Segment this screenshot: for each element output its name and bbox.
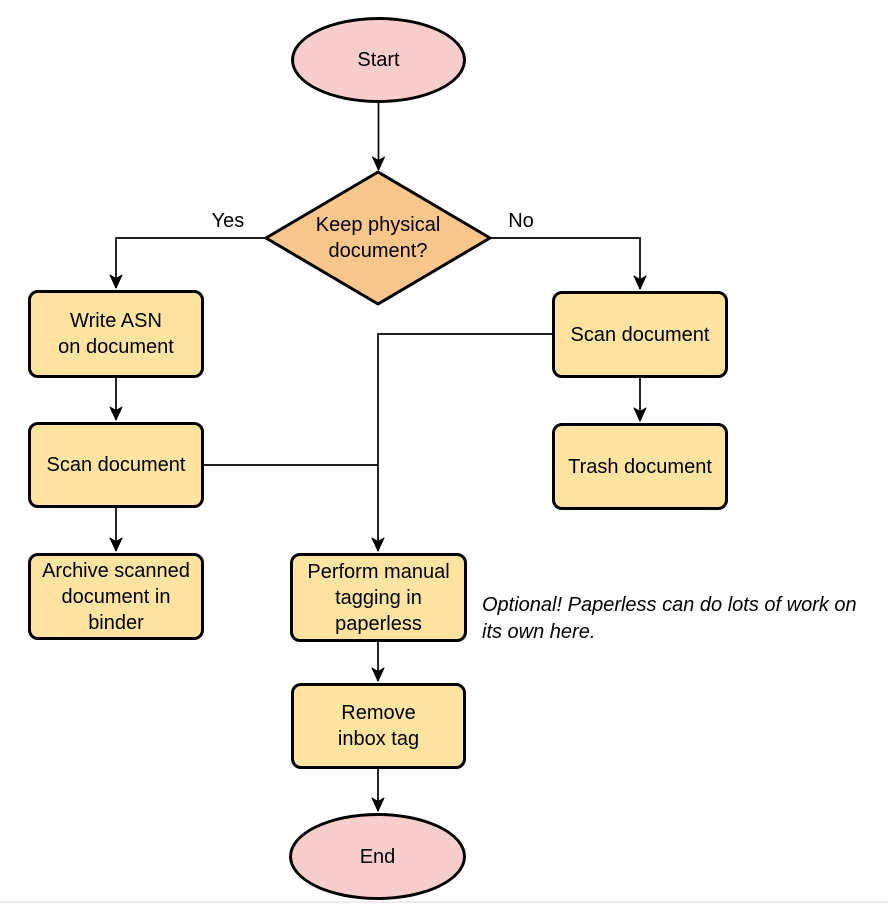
edge-scan-right-to-tagging — [371, 333, 552, 552]
edge-decision-yes-to-write-asn — [109, 237, 266, 289]
node-archive-binder: Archive scanned document in binder — [28, 553, 204, 640]
optional-note: Optional! Paperless can do lots of work … — [482, 594, 857, 643]
page-bottom-divider — [0, 901, 888, 903]
node-decision-label: Keep physical document? — [315, 214, 441, 262]
node-start: Start — [291, 17, 466, 103]
edge-decision-no-to-scan-right — [490, 237, 647, 290]
edge-label-yes: Yes — [211, 210, 245, 232]
node-scan-document-right: Scan document — [552, 291, 728, 378]
node-scan-document-left: Scan document — [28, 422, 204, 508]
node-end: End — [289, 813, 466, 900]
node-remove-inbox-tag: Remove inbox tag — [291, 683, 466, 769]
decision-diamond-shape — [264, 170, 492, 306]
node-trash-document: Trash document — [552, 423, 728, 510]
node-write-asn: Write ASN on document — [28, 290, 204, 378]
node-manual-tagging: Perform manual tagging in paperless — [290, 553, 467, 642]
edge-label-no: No — [508, 210, 534, 232]
